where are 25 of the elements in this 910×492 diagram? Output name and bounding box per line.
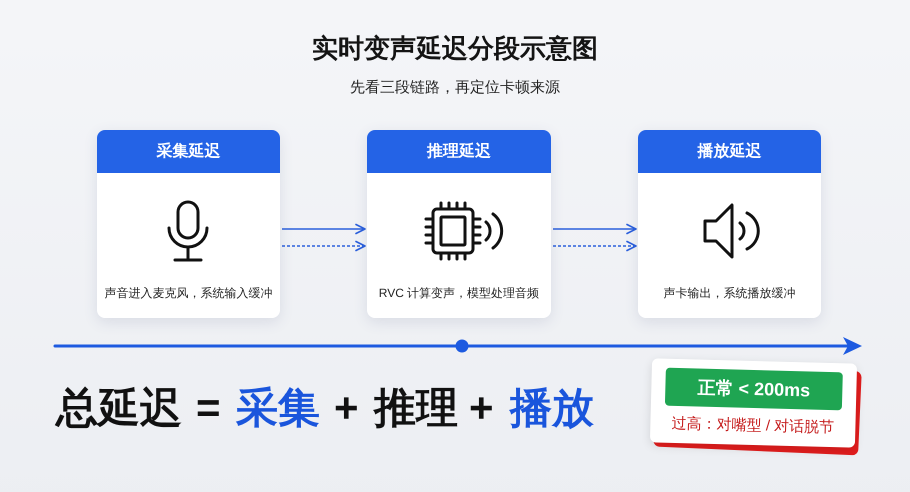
stage-card xyxy=(367,130,551,318)
card-description: RVC 计算变声，模型处理音频 xyxy=(378,285,540,301)
arrow xyxy=(282,224,366,234)
status-card xyxy=(650,358,858,448)
card-description: 声音进入麦克风，系统输入缓冲 xyxy=(104,285,272,301)
dashed-arrow xyxy=(553,240,637,252)
arrow xyxy=(553,224,637,234)
warning-text: 过高：对嘴型 / 对话脱节 xyxy=(671,414,834,438)
formula-operator: + xyxy=(334,385,359,431)
card-description: 声卡输出，系统播放缓冲 xyxy=(664,285,796,301)
stage-card xyxy=(97,130,280,318)
formula-operator: + xyxy=(469,385,494,431)
dashed-arrow xyxy=(282,240,366,252)
card-header: 播放延迟 xyxy=(638,130,821,173)
card-header: 推理延迟 xyxy=(367,130,551,173)
formula-term: 总延迟 xyxy=(56,385,182,431)
formula-operator: = xyxy=(196,385,221,431)
title: 实时变声延迟分段示意图 xyxy=(312,32,598,64)
formula-term: 采集 xyxy=(236,385,320,431)
subtitle: 先看三段链路，再定位卡顿来源 xyxy=(350,78,560,98)
formula-term: 推理 xyxy=(374,385,458,431)
stage-card xyxy=(638,130,821,318)
card-header: 采集延迟 xyxy=(97,130,280,173)
formula-term: 播放 xyxy=(510,385,594,431)
threshold-badge: 正常 < 200ms xyxy=(664,368,843,410)
